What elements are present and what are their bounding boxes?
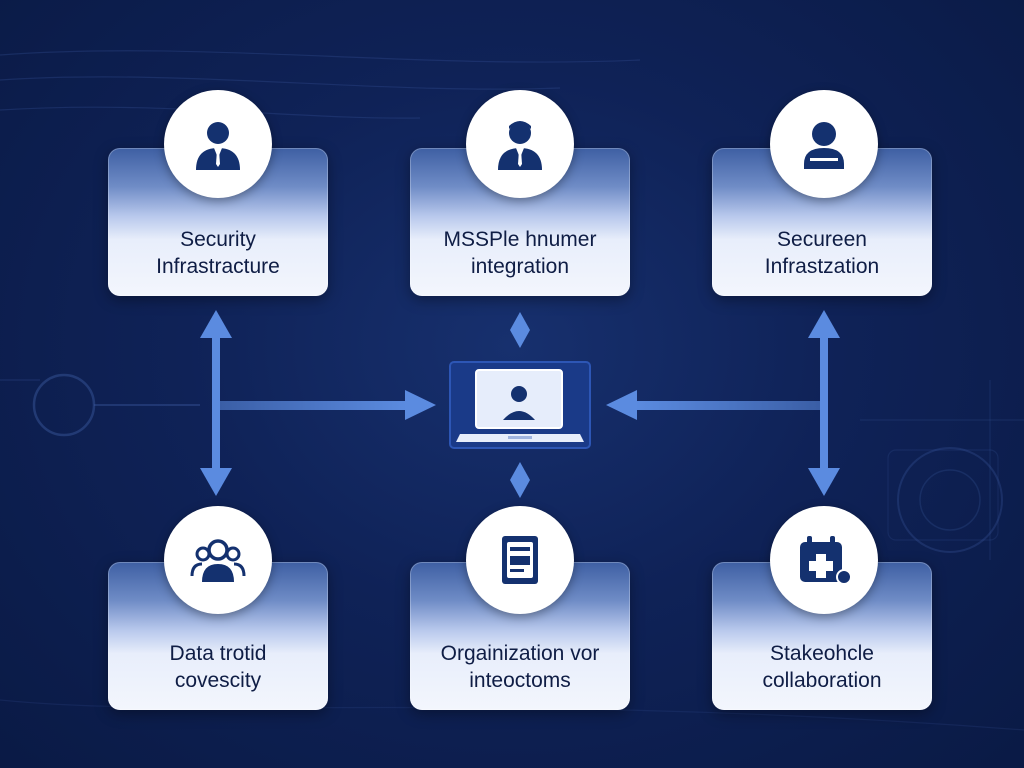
person-icon <box>466 90 574 198</box>
left-horizontal-arrow <box>212 390 436 420</box>
top-diamond-connector <box>510 312 530 348</box>
calendar-plus-icon <box>770 506 878 614</box>
document-icon <box>466 506 574 614</box>
person-icon <box>770 90 878 198</box>
right-horizontal-arrow <box>606 390 828 420</box>
group-icon <box>164 506 272 614</box>
bottom-diamond-connector <box>510 462 530 498</box>
person-icon <box>164 90 272 198</box>
laptop-user-icon <box>448 360 592 457</box>
